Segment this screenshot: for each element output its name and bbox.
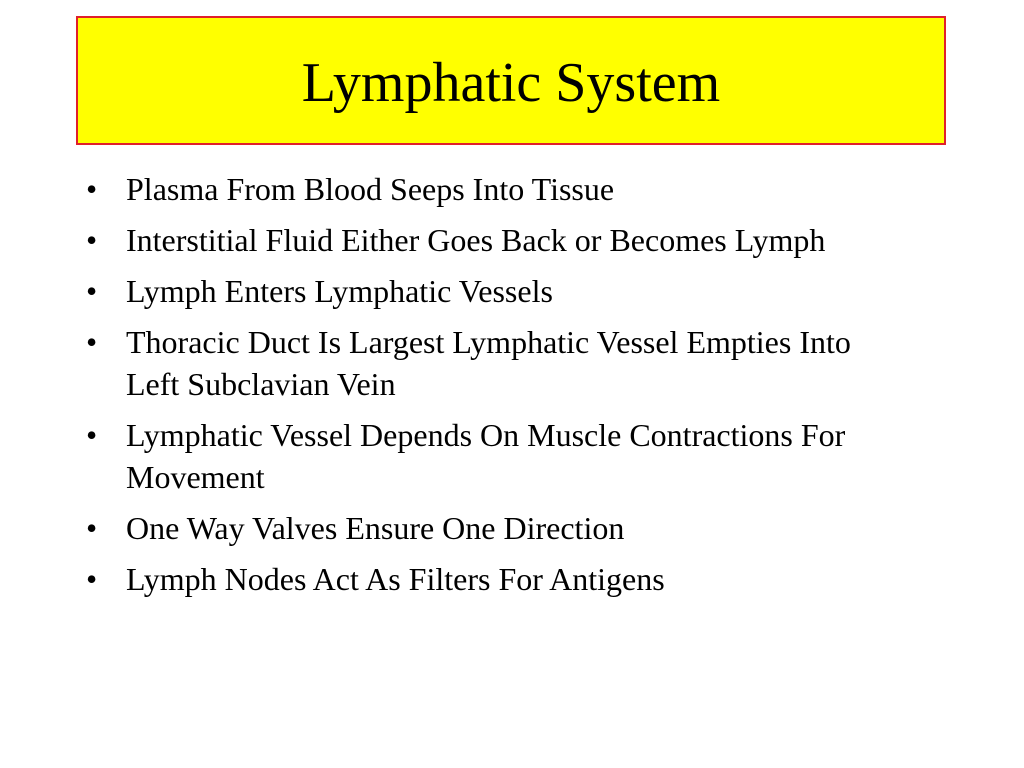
bullet-text: Lymph Enters Lymphatic Vessels [126,273,553,309]
bullet-text: One Way Valves Ensure One Direction [126,510,625,546]
bullet-text: Thoracic Duct Is Largest Lymphatic Vesse… [126,324,851,402]
bullet-item: • Interstitial Fluid Either Goes Back or… [86,219,906,261]
bullet-dot-icon: • [86,561,98,597]
bullet-list: • Plasma From Blood Seeps Into Tissue • … [86,168,906,609]
bullet-dot-icon: • [86,222,98,258]
bullet-dot-icon: • [86,417,98,453]
title-banner: Lymphatic System [76,16,946,145]
bullet-dot-icon: • [86,510,98,546]
bullet-dot-icon: • [86,273,98,309]
bullet-dot-icon: • [86,171,98,207]
bullet-item: • Lymph Nodes Act As Filters For Antigen… [86,558,906,600]
bullet-item: • Lymph Enters Lymphatic Vessels [86,270,906,312]
bullet-text: Interstitial Fluid Either Goes Back or B… [126,222,826,258]
bullet-item: • Plasma From Blood Seeps Into Tissue [86,168,906,210]
slide-title: Lymphatic System [301,51,721,114]
bullet-text: Lymphatic Vessel Depends On Muscle Contr… [126,417,846,495]
bullet-dot-icon: • [86,324,98,360]
bullet-item: • Lymphatic Vessel Depends On Muscle Con… [86,414,906,498]
bullet-item: • One Way Valves Ensure One Direction [86,507,906,549]
bullet-text: Lymph Nodes Act As Filters For Antigens [126,561,665,597]
bullet-item: • Thoracic Duct Is Largest Lymphatic Ves… [86,321,906,405]
bullet-text: Plasma From Blood Seeps Into Tissue [126,171,615,207]
